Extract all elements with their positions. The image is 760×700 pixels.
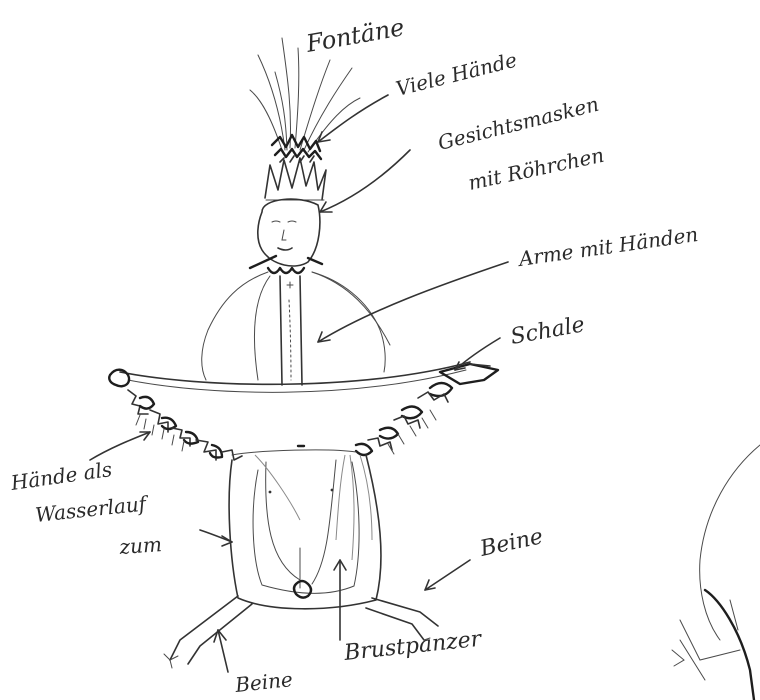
bowl xyxy=(120,362,470,392)
many-hands-cluster xyxy=(272,135,321,162)
label-hands-watercourse-3: zum xyxy=(118,532,163,559)
label-many-hands: Viele Hände xyxy=(393,48,519,101)
secondary-sketch-fragment xyxy=(672,445,760,700)
label-face-masks-2: mit Röhrchen xyxy=(466,143,606,195)
label-bowl: Schale xyxy=(509,312,587,350)
label-breastplate: Brustpanzer xyxy=(342,627,484,666)
label-hands-watercourse-1: Hände als xyxy=(8,457,113,495)
breastplate-body xyxy=(229,455,381,609)
label-face-masks-1: Gesichtsmasken xyxy=(435,92,601,155)
label-hands-watercourse-2: Wasserlauf xyxy=(34,491,151,527)
fountain-spray xyxy=(250,38,360,152)
label-legs-bottom: Beine xyxy=(233,667,294,697)
head-face-mask xyxy=(250,199,322,273)
torso-with-arms xyxy=(202,272,390,385)
water-streams xyxy=(255,455,372,560)
crown xyxy=(265,158,326,200)
bowl-lower-rim xyxy=(232,450,356,455)
label-fountain: Fontäne xyxy=(303,13,406,58)
right-hand-chain xyxy=(356,364,498,455)
label-legs-right: Beine xyxy=(477,524,545,562)
label-arms-with-hands: Arme mit Händen xyxy=(515,222,699,271)
